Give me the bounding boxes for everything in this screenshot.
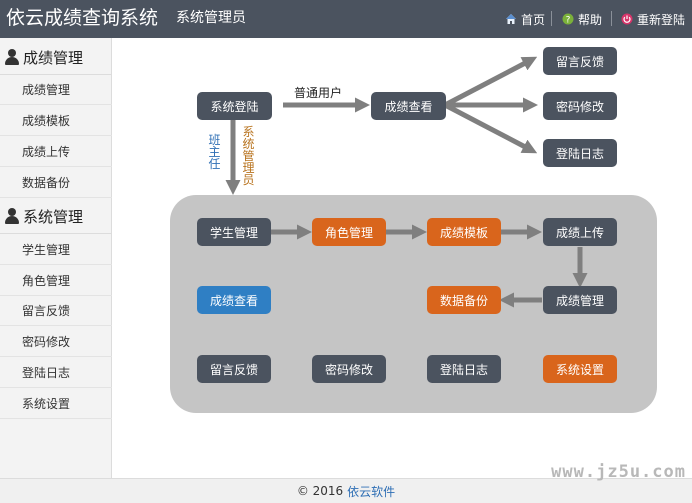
node-data-backup[interactable]: 数据备份	[427, 286, 501, 314]
label-teacher: 班主任	[208, 133, 221, 171]
sidebar-item-role-mgmt[interactable]: 角色管理	[0, 266, 112, 296]
arrow-to-login-log	[443, 102, 538, 154]
footer: © 2016 依云软件	[0, 478, 692, 503]
help-icon: ?	[562, 13, 574, 26]
sidebar-item-login-log[interactable]: 登陆日志	[0, 358, 112, 388]
svg-text:?: ?	[566, 16, 571, 26]
node-login-log-panel[interactable]: 登陆日志	[427, 355, 501, 383]
sidebar-group-title: 系统管理	[23, 207, 84, 226]
node-role-mgmt[interactable]: 角色管理	[312, 218, 386, 246]
nav-relogin[interactable]: 重新登陆	[621, 10, 685, 28]
sidebar-group-system[interactable]: 系统管理	[0, 199, 112, 233]
nav-help[interactable]: ? 帮助	[562, 10, 602, 28]
watermark: www.jz5u.com	[551, 462, 686, 482]
user-role: 系统管理员	[176, 10, 246, 26]
node-score-upload[interactable]: 成绩上传	[543, 218, 617, 246]
node-system-settings[interactable]: 系统设置	[543, 355, 617, 383]
divider	[0, 233, 112, 234]
node-student-mgmt[interactable]: 学生管理	[197, 218, 271, 246]
sidebar-item-student-mgmt[interactable]: 学生管理	[0, 235, 112, 265]
user-icon	[4, 208, 20, 224]
arrow-to-feedback	[443, 56, 538, 108]
node-score-template[interactable]: 成绩模板	[427, 218, 501, 246]
sidebar-item-score-mgmt[interactable]: 成绩管理	[0, 75, 112, 105]
label-admin: 系统管理员	[242, 125, 255, 187]
sidebar-item-feedback[interactable]: 留言反馈	[0, 296, 112, 326]
sidebar-group-title: 成绩管理	[23, 48, 84, 67]
sidebar-item-data-backup[interactable]: 数据备份	[0, 168, 112, 198]
copyright: © 2016	[296, 484, 344, 498]
company-link[interactable]: 依云软件	[347, 484, 396, 499]
node-password[interactable]: 密码修改	[543, 92, 617, 120]
sidebar-group-score[interactable]: 成绩管理	[0, 40, 112, 74]
node-score-mgmt[interactable]: 成绩管理	[543, 286, 617, 314]
flow-arrows	[225, 56, 588, 308]
node-score-view[interactable]: 成绩查看	[371, 92, 446, 120]
nav-separator	[551, 11, 552, 26]
nav-home[interactable]: 首页	[505, 10, 545, 28]
label-ordinary-user: 普通用户	[294, 86, 343, 100]
node-login[interactable]: 系统登陆	[197, 92, 272, 120]
sidebar: 成绩管理 成绩管理 成绩模板 成绩上传 数据备份 系统管理 学生管理 角色管理 …	[0, 38, 112, 478]
nav-separator	[611, 11, 612, 26]
sidebar-item-score-template[interactable]: 成绩模板	[0, 106, 112, 136]
node-login-log[interactable]: 登陆日志	[543, 139, 617, 167]
nav-relogin-label: 重新登陆	[637, 12, 686, 27]
home-icon	[505, 13, 517, 25]
node-feedback-panel[interactable]: 留言反馈	[197, 355, 271, 383]
main-content: 系统登陆 成绩查看 留言反馈 密码修改 登陆日志 普通用户 班主任 系统管理员 …	[113, 38, 692, 478]
divider	[0, 74, 112, 75]
top-header: 依云成绩查询系统 系统管理员 首页 ? 帮助 重新登陆	[0, 0, 692, 38]
node-password-panel[interactable]: 密码修改	[312, 355, 386, 383]
node-feedback[interactable]: 留言反馈	[543, 47, 617, 75]
node-score-view-panel[interactable]: 成绩查看	[197, 286, 271, 314]
nav-help-label: 帮助	[578, 12, 603, 27]
sidebar-item-system-settings[interactable]: 系统设置	[0, 389, 112, 419]
power-icon	[621, 13, 633, 25]
app-title: 依云成绩查询系统	[6, 7, 159, 29]
nav-home-label: 首页	[521, 12, 546, 27]
sidebar-item-password[interactable]: 密码修改	[0, 327, 112, 357]
user-icon	[4, 49, 20, 65]
sidebar-item-score-upload[interactable]: 成绩上传	[0, 137, 112, 167]
